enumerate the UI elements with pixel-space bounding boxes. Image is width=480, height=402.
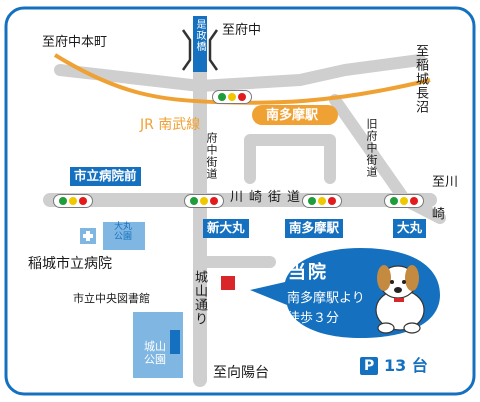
- label-omaru-park: 大丸公園: [114, 222, 133, 242]
- bridge-icon: [181, 29, 219, 71]
- station-pill: [252, 105, 338, 125]
- traffic-signal-station-north: [212, 90, 252, 104]
- dog-mascot-icon: [375, 265, 425, 334]
- label-shiroyama-park: 城山公園: [144, 340, 166, 367]
- road-old-fuchu-kaido: [329, 94, 411, 206]
- label-to-fuchu: 至府中: [222, 23, 262, 38]
- omaru-park-area: [103, 222, 145, 250]
- label-fuchu-road: 府中街道: [205, 132, 218, 180]
- parking-count: 13 台: [384, 356, 428, 375]
- tag-city-hospital-front: 市立病院前: [70, 167, 141, 186]
- label-inagi-city-hospital: 稲城市立病院: [28, 256, 112, 272]
- label-kawasaki-road: 川崎街道: [230, 190, 307, 205]
- traffic-signal-hospital: [53, 194, 93, 208]
- traffic-signal-minamitama: [302, 194, 342, 208]
- label-central-library: 市立中央図書館: [73, 292, 150, 305]
- parking-icon: [360, 357, 378, 375]
- label-shiroyama-street: 城山通り: [192, 270, 207, 326]
- tag-omaru: 大丸: [393, 219, 427, 238]
- road-north-top: [54, 54, 426, 92]
- parking-letter: P: [364, 358, 375, 374]
- label-to-inagi-nagasawa: 至稲城長沼: [413, 44, 428, 114]
- library-building: [170, 330, 180, 354]
- label-old-fuchu-road: 旧府中街道: [365, 118, 378, 178]
- label-station-pill: 南多摩駅: [266, 108, 319, 123]
- traffic-signal-shin-omaru: [184, 194, 224, 208]
- clinic-access-line1: 南多摩駅より: [287, 291, 365, 306]
- tag-minamitama-station: 南多摩駅: [285, 219, 344, 238]
- road-station-loop: [244, 134, 336, 184]
- tag-shin-omaru: 新大丸: [203, 219, 249, 238]
- label-to-fuchu-honmachi: 至府中本町: [42, 35, 108, 50]
- bridge-label-box: [193, 16, 207, 72]
- clinic-marker: [221, 276, 235, 290]
- label-korei-bridge: 是政橋: [194, 19, 205, 52]
- label-to-mukoyodai: 至向陽台: [213, 365, 269, 381]
- hospital-cross-icon: [80, 228, 96, 244]
- label-jr-nanbu-line: JR 南武線: [140, 117, 201, 133]
- clinic-access-line2: 徒歩３分: [287, 311, 340, 326]
- clinic-title: 当院: [288, 262, 328, 283]
- label-to-kawasaki-2: 崎: [432, 207, 446, 222]
- label-to-kawasaki-1: 至川: [432, 175, 459, 190]
- traffic-signal-omaru: [384, 194, 424, 208]
